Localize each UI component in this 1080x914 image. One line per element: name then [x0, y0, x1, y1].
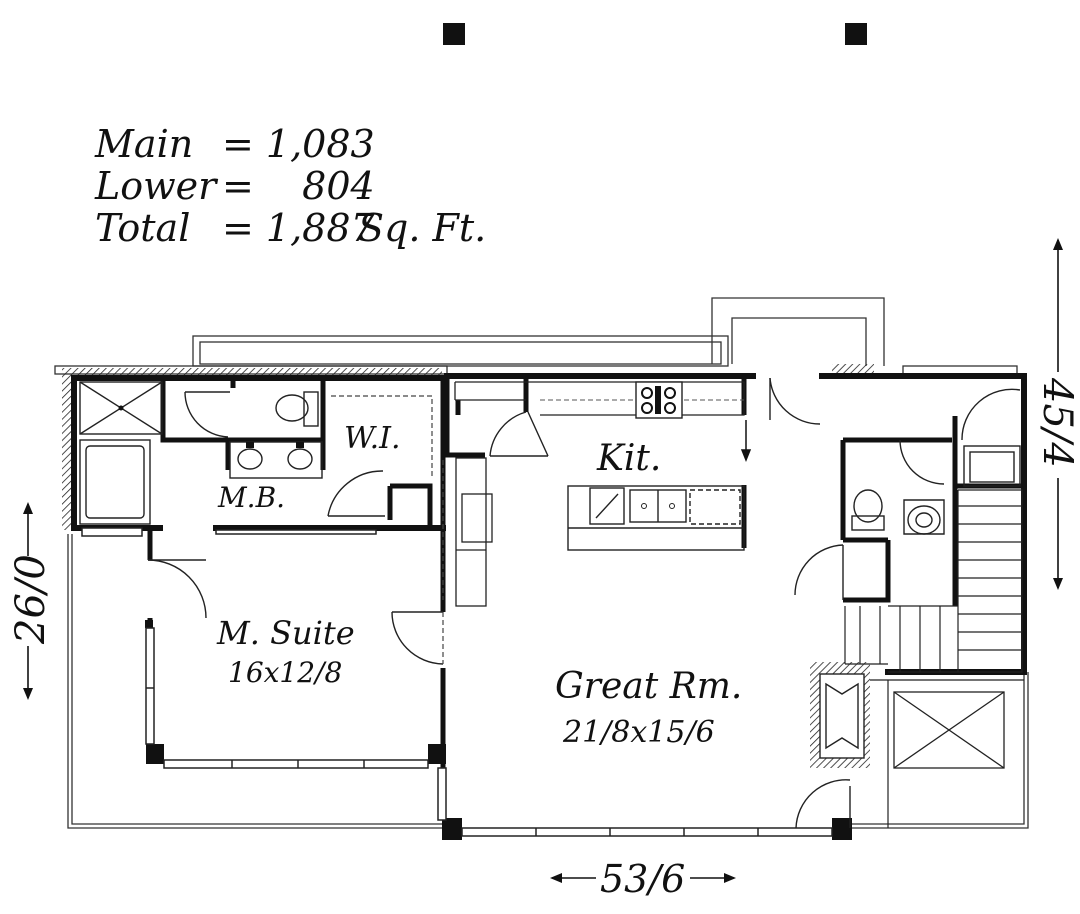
down-arrow-icon: [740, 420, 752, 463]
area-summary: Main = 1,083 Lower = 804 Total = 1,887 S…: [94, 122, 486, 250]
toilet-master: [275, 391, 319, 427]
room-size-master-suite: 16x12/8: [228, 656, 342, 689]
hatched-stub: [832, 364, 874, 374]
room-label-master-suite: M. Suite: [216, 614, 355, 652]
room-label-walk-in: W.I.: [344, 421, 401, 456]
dimension-depth-right-label: 45/4: [1034, 377, 1080, 468]
marker-square-right: [845, 23, 867, 45]
room-size-great-room: 21/8x15/6: [562, 715, 715, 750]
cooktop: [635, 381, 683, 419]
laundry-box: [963, 445, 1021, 487]
dimension-width-label: 53/6: [600, 857, 685, 901]
dimension-depth-left-label: 26/0: [8, 554, 54, 645]
vanity-faucets: [246, 442, 304, 448]
stairs: [844, 489, 1023, 673]
area-total-label: Total: [95, 206, 190, 250]
skylight: [893, 691, 1005, 769]
area-lower-value: = 804: [222, 164, 375, 208]
shower-drain: [118, 405, 124, 411]
room-label-master-bath: M.B.: [217, 481, 285, 514]
corner-posts: [145, 620, 852, 840]
pantry: [455, 457, 493, 607]
area-main-label: Main: [94, 122, 193, 166]
area-total-unit: Sq. Ft.: [358, 206, 486, 250]
dimension-depth-right: 45/4: [1034, 238, 1080, 590]
room-label-great-room: Great Rm.: [555, 666, 742, 707]
area-lower-label: Lower: [94, 164, 219, 208]
windows: [81, 527, 833, 837]
area-main-value: = 1,083: [222, 122, 375, 166]
kitchen-island: [567, 485, 745, 551]
closet-rods: [331, 395, 444, 664]
vanity: [229, 441, 323, 479]
bathtub: [79, 439, 151, 525]
kitchen-counter: [454, 381, 745, 416]
door-swings: [147, 377, 1021, 829]
room-label-kitchen: Kit.: [596, 438, 661, 479]
powder-room-fixtures: [851, 489, 945, 535]
hatched-wall-top: [62, 368, 442, 376]
dimension-width: 53/6: [550, 857, 736, 901]
area-total-value: = 1,887: [222, 206, 376, 250]
fireplace: [819, 673, 865, 759]
dimension-depth-left: 26/0: [8, 502, 54, 700]
marker-square-left: [443, 23, 465, 45]
window-mullions: [146, 687, 759, 836]
island-sink-drains: [641, 503, 675, 509]
interior-walls: [147, 378, 1022, 768]
